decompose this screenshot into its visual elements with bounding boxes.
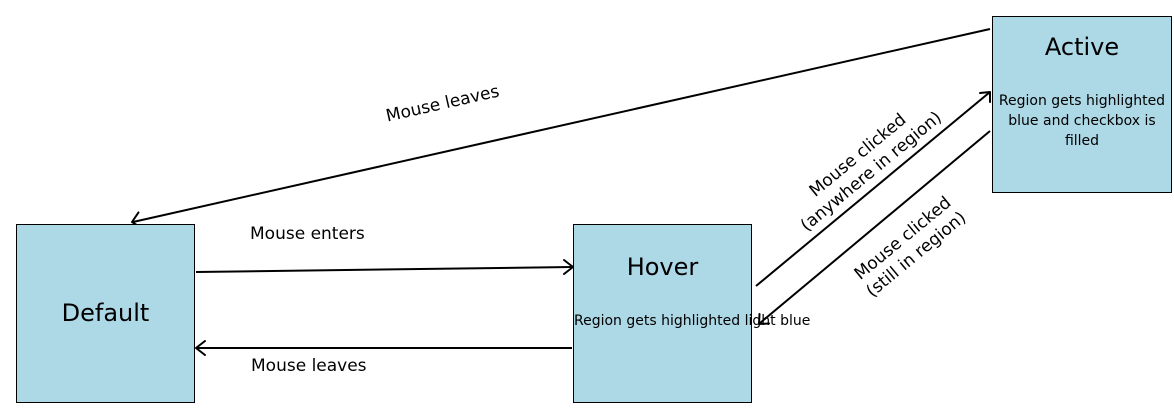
state-title: Default	[61, 299, 150, 327]
label-mouse-leaves-hover: Mouse leaves	[251, 356, 367, 376]
arrow-hover-to-active	[755, 91, 991, 287]
state-default: Default	[16, 224, 195, 403]
state-title: Active	[1044, 33, 1120, 61]
state-hover: Hover Region gets highlighted light blue	[573, 224, 811, 403]
arrow-default-to-hover	[195, 259, 574, 275]
state-title: Hover	[626, 253, 699, 281]
state-description: Region gets highlighted blue and checkbo…	[998, 93, 1166, 149]
arrow-active-to-hover	[758, 130, 991, 325]
state-active: Active Region gets highlighted blue and …	[992, 16, 1172, 193]
label-mouse-enters: Mouse enters	[250, 224, 365, 244]
state-description: Region gets highlighted light blue	[574, 313, 811, 329]
arrow-hover-to-default	[195, 340, 572, 356]
